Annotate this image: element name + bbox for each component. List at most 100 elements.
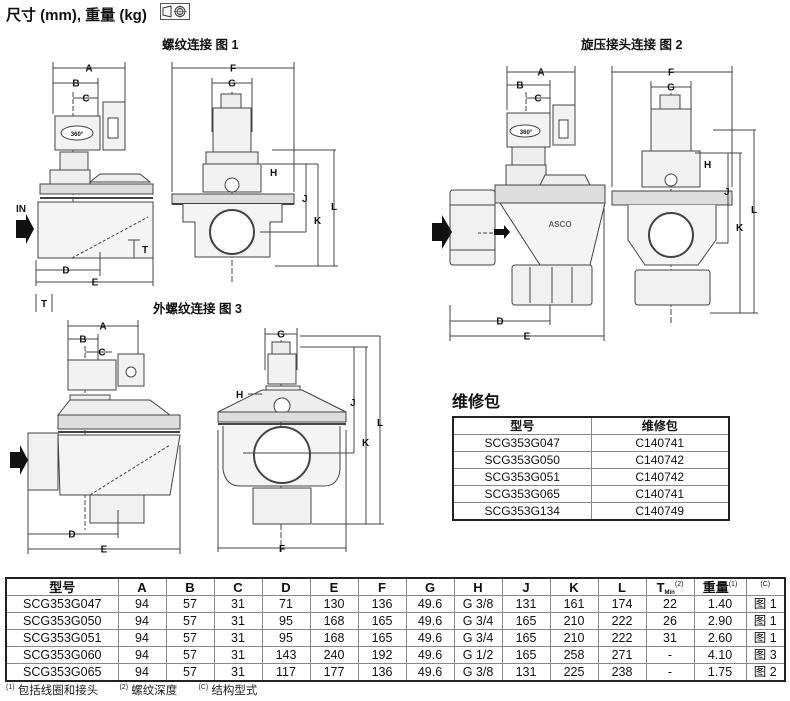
dim-label-b: B — [72, 79, 79, 90]
cell-g: 49.6 — [405, 646, 455, 664]
repair-kit-model: SCG353G065 — [452, 485, 592, 503]
footnote-mark: (1) — [6, 684, 15, 691]
footnote-mark: (C) — [198, 684, 209, 691]
dim-label-t: T — [142, 245, 148, 256]
dim-label-c: C — [82, 94, 89, 105]
cell-weight: 1.40 — [693, 595, 747, 613]
dimensions-table: 型号 A B C D E F G H J K L TMin(2) 重量(1) (… — [5, 577, 786, 682]
dim-label-e: E — [524, 332, 531, 343]
repair-kit-model: SCG353G051 — [452, 468, 592, 486]
cell-b: 57 — [165, 612, 215, 630]
cell-f: 192 — [357, 646, 407, 664]
cell-f: 165 — [357, 612, 407, 630]
header-figure: (C) — [745, 577, 786, 596]
header-t-sub: Min — [664, 589, 675, 596]
cell-model: SCG353G047 — [5, 595, 119, 613]
cell-f: 136 — [357, 663, 407, 682]
inlet-arrow-icon — [432, 215, 452, 249]
inlet-label: IN — [16, 204, 26, 215]
cell-b: 57 — [165, 646, 215, 664]
repair-kit-part: C140742 — [590, 451, 730, 469]
header-figure-sup: (C) — [760, 580, 771, 588]
cell-l: 238 — [597, 663, 647, 682]
cell-l: 174 — [597, 595, 647, 613]
header-model: 型号 — [5, 577, 119, 596]
flow-arrow-icon — [494, 225, 510, 239]
cell-j: 131 — [501, 595, 551, 613]
dim-label-j: J — [302, 194, 308, 205]
header-d: D — [261, 577, 311, 596]
dim-label-a: A — [85, 64, 92, 75]
cell-e: 177 — [309, 663, 359, 682]
cell-c: 31 — [213, 629, 263, 647]
cell-g: 49.6 — [405, 612, 455, 630]
dim-label-a: A — [537, 68, 544, 79]
cell-h: G 3/4 — [453, 612, 503, 630]
cell-e: 168 — [309, 612, 359, 630]
cell-d: 71 — [261, 595, 311, 613]
repair-kit-part: C140749 — [590, 502, 730, 521]
cell-h: G 3/8 — [453, 663, 503, 682]
cell-f: 136 — [357, 595, 407, 613]
dim-label-l: L — [331, 202, 337, 213]
cell-g: 49.6 — [405, 663, 455, 682]
repair-kit-model: SCG353G047 — [452, 434, 592, 452]
footnote-text: 包括线圈和接头 — [17, 685, 99, 697]
cell-j: 165 — [501, 646, 551, 664]
repair-kit-part: C140741 — [590, 485, 730, 503]
header-c: C — [213, 577, 263, 596]
cell-f: 165 — [357, 629, 407, 647]
cell-figure: 图 3 — [745, 646, 786, 664]
cell-g: 49.6 — [405, 595, 455, 613]
header-t-min: TMin(2) — [645, 577, 695, 596]
cell-figure: 图 1 — [745, 629, 786, 647]
header-t-sup: (2) — [674, 580, 684, 588]
figure-1-title: 螺纹连接 图 1 — [162, 38, 239, 52]
cell-figure: 图 1 — [745, 612, 786, 630]
cell-weight: 2.90 — [693, 612, 747, 630]
header-t-label: T — [656, 579, 665, 595]
cell-e: 168 — [309, 629, 359, 647]
dim-label-g: G — [667, 83, 675, 94]
cell-model: SCG353G051 — [5, 629, 119, 647]
header-weight: 重量(1) — [693, 577, 747, 596]
dim-label-k: K — [736, 223, 744, 234]
brand-logo: ASCO — [548, 220, 571, 229]
cell-a: 94 — [117, 629, 167, 647]
cell-model: SCG353G060 — [5, 646, 119, 664]
repair-kit-header-kit: 维修包 — [590, 416, 730, 435]
cell-weight: 4.10 — [693, 646, 747, 664]
dim-label-b: B — [516, 81, 523, 92]
dim-label-k: K — [362, 438, 370, 449]
cell-a: 94 — [117, 595, 167, 613]
footnote-3: (C) 结构型式 — [198, 684, 257, 697]
dim-label-j: J — [350, 398, 356, 409]
cell-h: G 3/8 — [453, 595, 503, 613]
dim-label-d: D — [496, 317, 503, 328]
header-e: E — [309, 577, 359, 596]
cell-weight: 1.75 — [693, 663, 747, 682]
dim-label-f: F — [230, 64, 236, 75]
dim-label-b: B — [79, 335, 86, 346]
repair-kit-model: SCG353G134 — [452, 502, 592, 521]
cell-g: 49.6 — [405, 629, 455, 647]
dim-label-f: F — [279, 544, 285, 555]
header-weight-sup: (1) — [728, 580, 738, 588]
cell-l: 222 — [597, 629, 647, 647]
dim-label-k: K — [314, 216, 322, 227]
cell-c: 31 — [213, 612, 263, 630]
header-g: G — [405, 577, 455, 596]
header-l: L — [597, 577, 647, 596]
page-title: 尺寸 (mm), 重量 (kg) — [6, 7, 147, 24]
dim-label-t: T — [41, 299, 47, 310]
dim-label-e: E — [101, 545, 108, 556]
inlet-arrow-icon — [10, 445, 28, 475]
cell-j: 165 — [501, 612, 551, 630]
inlet-arrow-icon — [16, 214, 34, 244]
